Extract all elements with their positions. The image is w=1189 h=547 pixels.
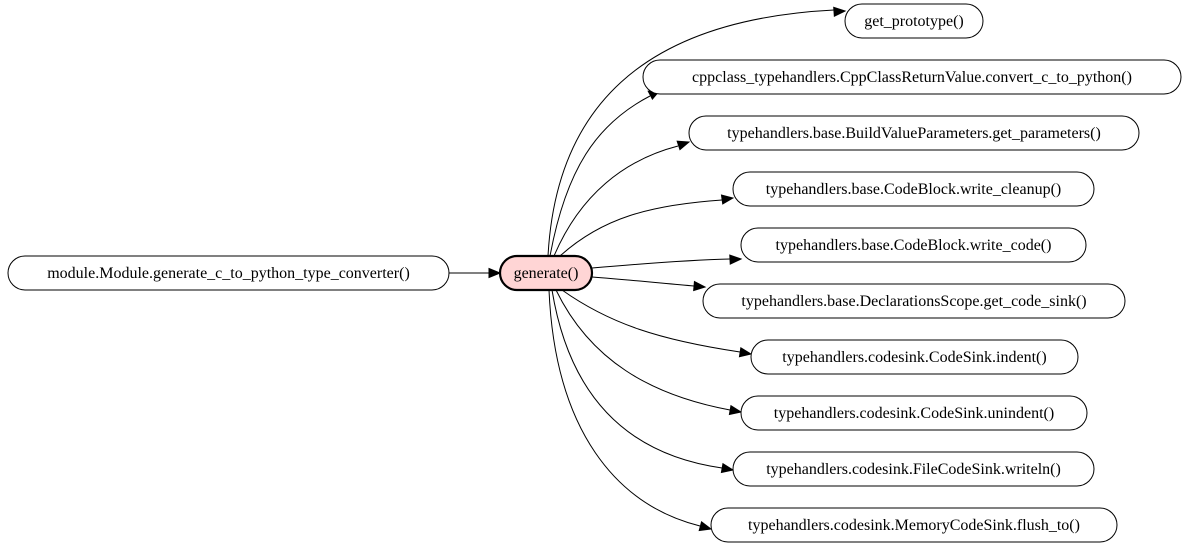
node-caller[interactable]: module.Module.generate_c_to_python_type_…	[7, 255, 450, 291]
node-callee-3-box	[732, 171, 1095, 207]
node-callee-7-label: typehandlers.codesink.CodeSink.unindent(…	[774, 405, 1054, 422]
edge-focus-to-callee-9	[548, 289, 701, 527]
node-callee-9-box	[710, 507, 1118, 543]
node-callee-9-label: typehandlers.codesink.MemoryCodeSink.flu…	[748, 517, 1080, 534]
node-callee-8-box	[732, 451, 1095, 487]
edge-focus-to-callee-8-arrowhead	[720, 462, 735, 474]
edge-focus-to-callee-7	[555, 289, 731, 411]
node-focus-label: generate()	[514, 265, 579, 282]
node-callee-2-box	[688, 115, 1140, 151]
edge-focus-to-callee-6	[561, 289, 741, 353]
node-callee-7-box	[740, 395, 1088, 431]
edge-focus-to-callee-2	[553, 145, 679, 257]
node-callee-6[interactable]: typehandlers.codesink.CodeSink.indent()	[750, 339, 1079, 375]
call-graph-edges	[449, 6, 847, 532]
node-callee-3-label: typehandlers.base.CodeBlock.write_cleanu…	[766, 181, 1061, 198]
edge-focus-to-callee-4	[591, 258, 731, 269]
node-callee-3[interactable]: typehandlers.base.CodeBlock.write_cleanu…	[732, 171, 1095, 207]
edge-focus-to-callee-5-arrowhead	[693, 280, 707, 292]
node-callee-5-box	[702, 283, 1126, 319]
edge-focus-to-callee-0	[547, 9, 835, 257]
node-callee-5[interactable]: typehandlers.base.DeclarationsScope.get_…	[702, 283, 1126, 319]
node-callee-5-label: typehandlers.base.DeclarationsScope.get_…	[741, 293, 1086, 310]
node-focus-box	[498, 254, 594, 292]
edge-focus-to-callee-4-arrowhead	[729, 254, 743, 265]
edge-focus-to-callee-0-arrowhead	[833, 6, 847, 18]
node-callee-1-label: cppclass_typehandlers.CppClassReturnValu…	[692, 69, 1132, 86]
node-focus[interactable]: generate()	[498, 254, 594, 292]
node-caller-label: module.Module.generate_c_to_python_type_…	[47, 265, 410, 282]
edge-focus-to-callee-2-arrowhead	[676, 140, 691, 151]
node-callee-2-label: typehandlers.base.BuildValueParameters.g…	[727, 125, 1101, 142]
node-callee-0-label: get_prototype()	[864, 13, 964, 30]
node-callee-7[interactable]: typehandlers.codesink.CodeSink.unindent(…	[740, 395, 1088, 431]
node-callee-4-box	[740, 227, 1087, 263]
node-callee-6-box	[750, 339, 1079, 375]
node-callee-6-label: typehandlers.codesink.CodeSink.indent()	[782, 349, 1046, 366]
node-callee-8[interactable]: typehandlers.codesink.FileCodeSink.write…	[732, 451, 1095, 487]
edge-focus-to-callee-1	[549, 95, 651, 257]
edge-focus-to-callee-5	[591, 276, 695, 287]
node-callee-0[interactable]: get_prototype()	[844, 3, 984, 39]
node-callee-1-box	[642, 59, 1182, 95]
node-callee-9[interactable]: typehandlers.codesink.MemoryCodeSink.flu…	[710, 507, 1118, 543]
edge-focus-to-callee-8	[551, 289, 723, 469]
node-callee-8-label: typehandlers.codesink.FileCodeSink.write…	[766, 461, 1061, 478]
edge-focus-to-callee-3-arrowhead	[720, 194, 735, 205]
node-callee-0-box	[844, 3, 984, 39]
node-callee-2[interactable]: typehandlers.base.BuildValueParameters.g…	[688, 115, 1140, 151]
edge-focus-to-callee-7-arrowhead	[728, 404, 743, 416]
edge-focus-to-callee-6-arrowhead	[738, 347, 753, 358]
edge-caller-to-focus-arrowhead	[488, 267, 502, 279]
call-graph-nodes: module.Module.generate_c_to_python_type_…	[7, 3, 1182, 543]
edge-focus-to-callee-3	[559, 199, 723, 257]
edge-focus-to-callee-9-arrowhead	[698, 520, 713, 532]
node-caller-box	[7, 255, 450, 291]
node-callee-1[interactable]: cppclass_typehandlers.CppClassReturnValu…	[642, 59, 1182, 95]
node-callee-4[interactable]: typehandlers.base.CodeBlock.write_code()	[740, 227, 1087, 263]
node-callee-4-label: typehandlers.base.CodeBlock.write_code()	[776, 237, 1052, 254]
